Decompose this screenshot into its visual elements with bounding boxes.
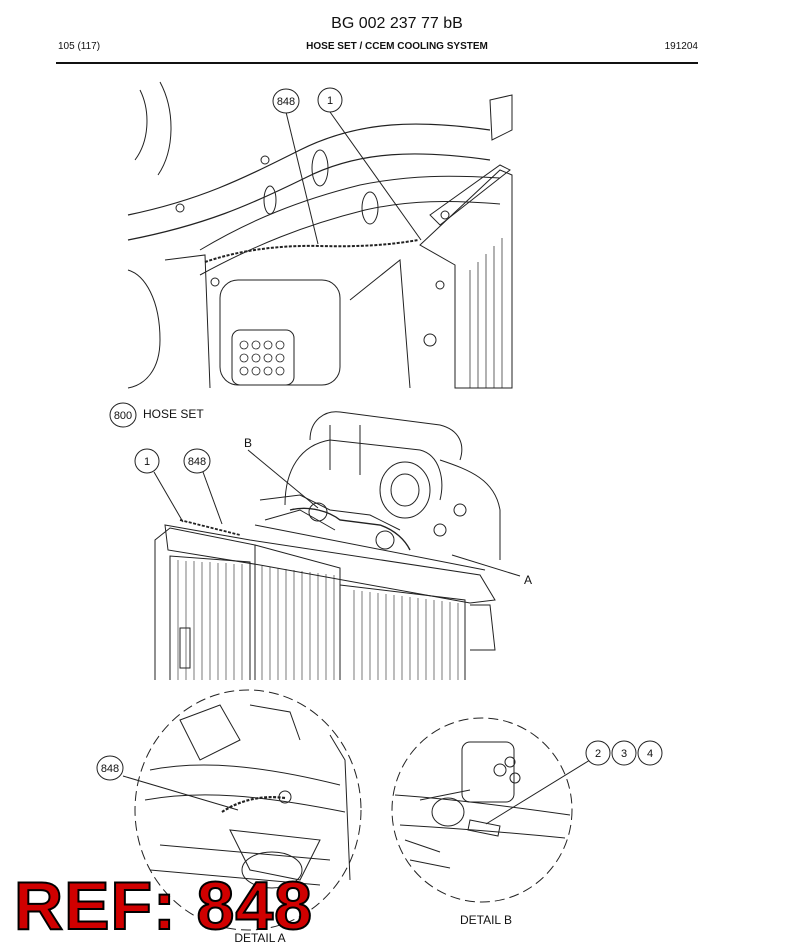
page-title: HOSE SET / CCEM COOLING SYSTEM [306,41,488,52]
svg-text:848: 848 [277,96,295,108]
callout-mid-848: 848 [183,448,211,474]
detail-a-illustration [134,689,362,931]
callout-top-1: 1 [317,87,343,113]
middle-radiator-illustration [154,411,501,680]
detail-a-marker: A [524,573,532,587]
header-rule [56,62,698,64]
callout-top-848: 848 [272,88,300,114]
svg-text:3: 3 [621,748,627,760]
callout-mid-1: 1 [134,448,160,474]
callout-800: 800 [109,402,137,428]
svg-text:2: 2 [595,748,601,760]
svg-text:4: 4 [647,748,653,760]
callout-detail-848: 848 [96,755,124,781]
detail-b-marker: B [244,436,252,450]
page-number: 105 (117) [58,41,101,52]
svg-text:1: 1 [327,95,333,107]
date-code: 191204 [664,41,698,52]
ref-banner: REF: 848 [13,868,313,944]
callout-2: 2 [585,740,611,766]
detail-a-label: DETAIL A [234,931,285,945]
svg-text:1: 1 [144,456,150,468]
callout-4: 4 [637,740,663,766]
detail-b-illustration [391,717,573,903]
top-engine-illustration [126,80,514,389]
detail-b-label: DETAIL B [460,913,512,927]
svg-text:848: 848 [101,763,119,775]
svg-text:848: 848 [188,456,206,468]
svg-text:800: 800 [114,410,132,422]
callout-3: 3 [611,740,637,766]
hose-set-label: HOSE SET [143,407,204,421]
document-number: BG 002 237 77 bB [331,15,463,32]
